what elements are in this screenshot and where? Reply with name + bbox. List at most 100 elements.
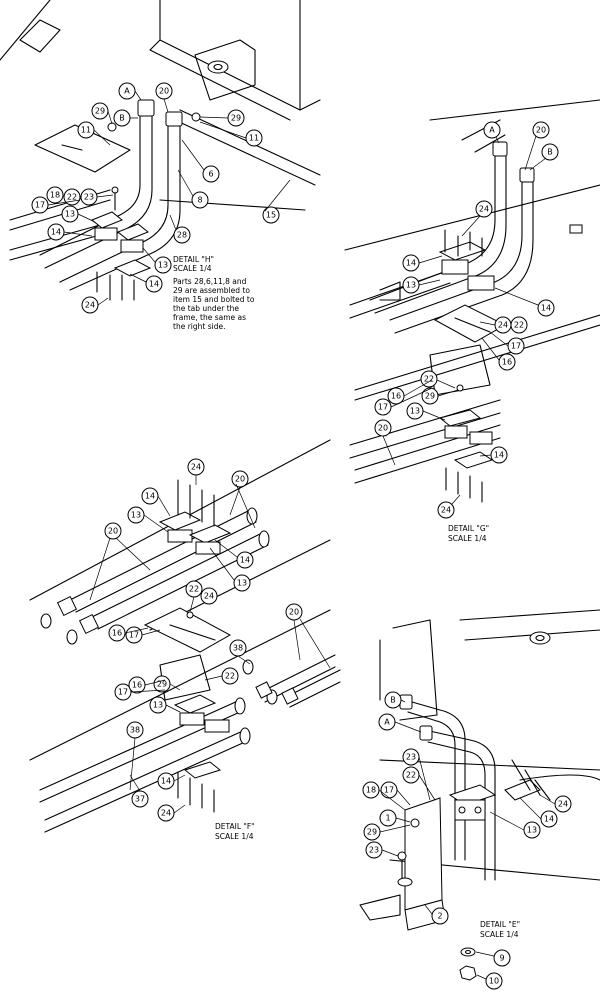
svg-text:14: 14: [494, 451, 504, 460]
svg-text:38: 38: [130, 726, 140, 735]
callout-17: 17: [125, 626, 143, 644]
detail-f-drawing: [29, 439, 341, 833]
detail-h-note-6: the right side.: [173, 322, 225, 331]
svg-text:23: 23: [406, 753, 416, 762]
callout-24: 24: [475, 200, 493, 218]
callout-22: 22: [510, 316, 528, 334]
detail-e-drawing: [359, 609, 600, 981]
detail-f-title: DETAIL "F": [215, 822, 255, 831]
svg-text:20: 20: [536, 126, 546, 135]
detail-g-title: DETAIL "G": [448, 524, 489, 533]
callout-22: 22: [185, 580, 203, 598]
callout-a: A: [378, 713, 396, 731]
callout-17: 17: [114, 683, 132, 701]
callout-b: B: [113, 109, 131, 127]
svg-text:17: 17: [384, 786, 394, 795]
callout-37: 37: [131, 790, 149, 808]
callout-16: 16: [128, 676, 146, 694]
svg-text:16: 16: [391, 392, 401, 401]
svg-text:24: 24: [479, 205, 489, 214]
callout-8: 8: [191, 191, 209, 209]
svg-text:38: 38: [233, 644, 243, 653]
callout-16: 16: [108, 624, 126, 642]
detail-e-title: DETAIL "E": [480, 920, 520, 929]
callout-24: 24: [494, 316, 512, 334]
callout-13: 13: [523, 821, 541, 839]
detail-e-scale: SCALE 1/4: [480, 930, 519, 939]
svg-text:13: 13: [153, 701, 163, 710]
callout-b: B: [384, 691, 402, 709]
callout-28: 28: [173, 226, 191, 244]
svg-text:23: 23: [84, 193, 94, 202]
svg-text:22: 22: [67, 193, 77, 202]
callout-16: 16: [498, 353, 516, 371]
callout-29: 29: [91, 102, 109, 120]
detail-g-drawing: [344, 99, 600, 503]
svg-text:24: 24: [85, 301, 95, 310]
svg-text:A: A: [384, 718, 390, 727]
callout-24: 24: [200, 587, 218, 605]
callout-14: 14: [537, 299, 555, 317]
callout-14: 14: [236, 551, 254, 569]
svg-text:24: 24: [191, 463, 201, 472]
callout-22: 22: [221, 667, 239, 685]
callout-29: 29: [421, 387, 439, 405]
svg-text:24: 24: [161, 809, 171, 818]
svg-text:22: 22: [406, 771, 416, 780]
svg-text:11: 11: [249, 134, 259, 143]
detail-h-label: DETAIL "H" SCALE 1/4 Parts 28,6,11,8 and…: [173, 255, 255, 331]
callout-24: 24: [554, 795, 572, 813]
svg-text:14: 14: [544, 815, 554, 824]
callout-22: 22: [420, 370, 438, 388]
svg-text:14: 14: [406, 259, 416, 268]
callout-13: 13: [127, 506, 145, 524]
svg-text:14: 14: [240, 556, 250, 565]
svg-text:20: 20: [159, 87, 169, 96]
callout-13: 13: [154, 256, 172, 274]
svg-text:13: 13: [158, 261, 168, 270]
svg-text:16: 16: [502, 358, 512, 367]
callout-22: 22: [402, 766, 420, 784]
callout-20: 20: [285, 603, 303, 621]
detail-h-drawing: [0, 0, 321, 301]
detail-f-callouts: 24 20 14 13 20 14 13 22 24 20 16 17 38 1…: [89, 458, 331, 822]
callout-24: 24: [81, 296, 99, 314]
svg-text:13: 13: [406, 281, 416, 290]
svg-text:14: 14: [149, 280, 159, 289]
svg-text:B: B: [390, 696, 396, 705]
svg-text:17: 17: [378, 403, 388, 412]
callout-24: 24: [157, 804, 175, 822]
svg-text:29: 29: [231, 114, 241, 123]
callout-29: 29: [227, 109, 245, 127]
svg-text:14: 14: [51, 228, 61, 237]
detail-e-label: DETAIL "E" SCALE 1/4: [480, 920, 520, 939]
svg-text:14: 14: [145, 492, 155, 501]
svg-text:20: 20: [378, 424, 388, 433]
svg-text:20: 20: [235, 475, 245, 484]
callout-20: 20: [155, 82, 173, 100]
callout-13: 13: [233, 574, 251, 592]
svg-text:15: 15: [266, 211, 276, 220]
svg-text:8: 8: [197, 196, 202, 205]
callout-13: 13: [402, 276, 420, 294]
callout-11: 11: [77, 121, 95, 139]
svg-text:24: 24: [441, 506, 451, 515]
svg-text:B: B: [119, 114, 125, 123]
callout-9: 9: [493, 949, 511, 967]
svg-text:24: 24: [204, 592, 214, 601]
callout-16: 16: [387, 387, 405, 405]
svg-text:24: 24: [498, 321, 508, 330]
svg-text:16: 16: [112, 629, 122, 638]
svg-text:22: 22: [189, 585, 199, 594]
svg-text:29: 29: [367, 828, 377, 837]
callout-20: 20: [532, 121, 550, 139]
svg-text:29: 29: [425, 392, 435, 401]
callout-1: 1: [379, 809, 397, 827]
svg-text:17: 17: [129, 631, 139, 640]
svg-text:20: 20: [289, 608, 299, 617]
callout-10: 10: [485, 972, 503, 990]
svg-text:13: 13: [527, 826, 537, 835]
callout-38: 38: [126, 721, 144, 739]
svg-text:22: 22: [225, 672, 235, 681]
